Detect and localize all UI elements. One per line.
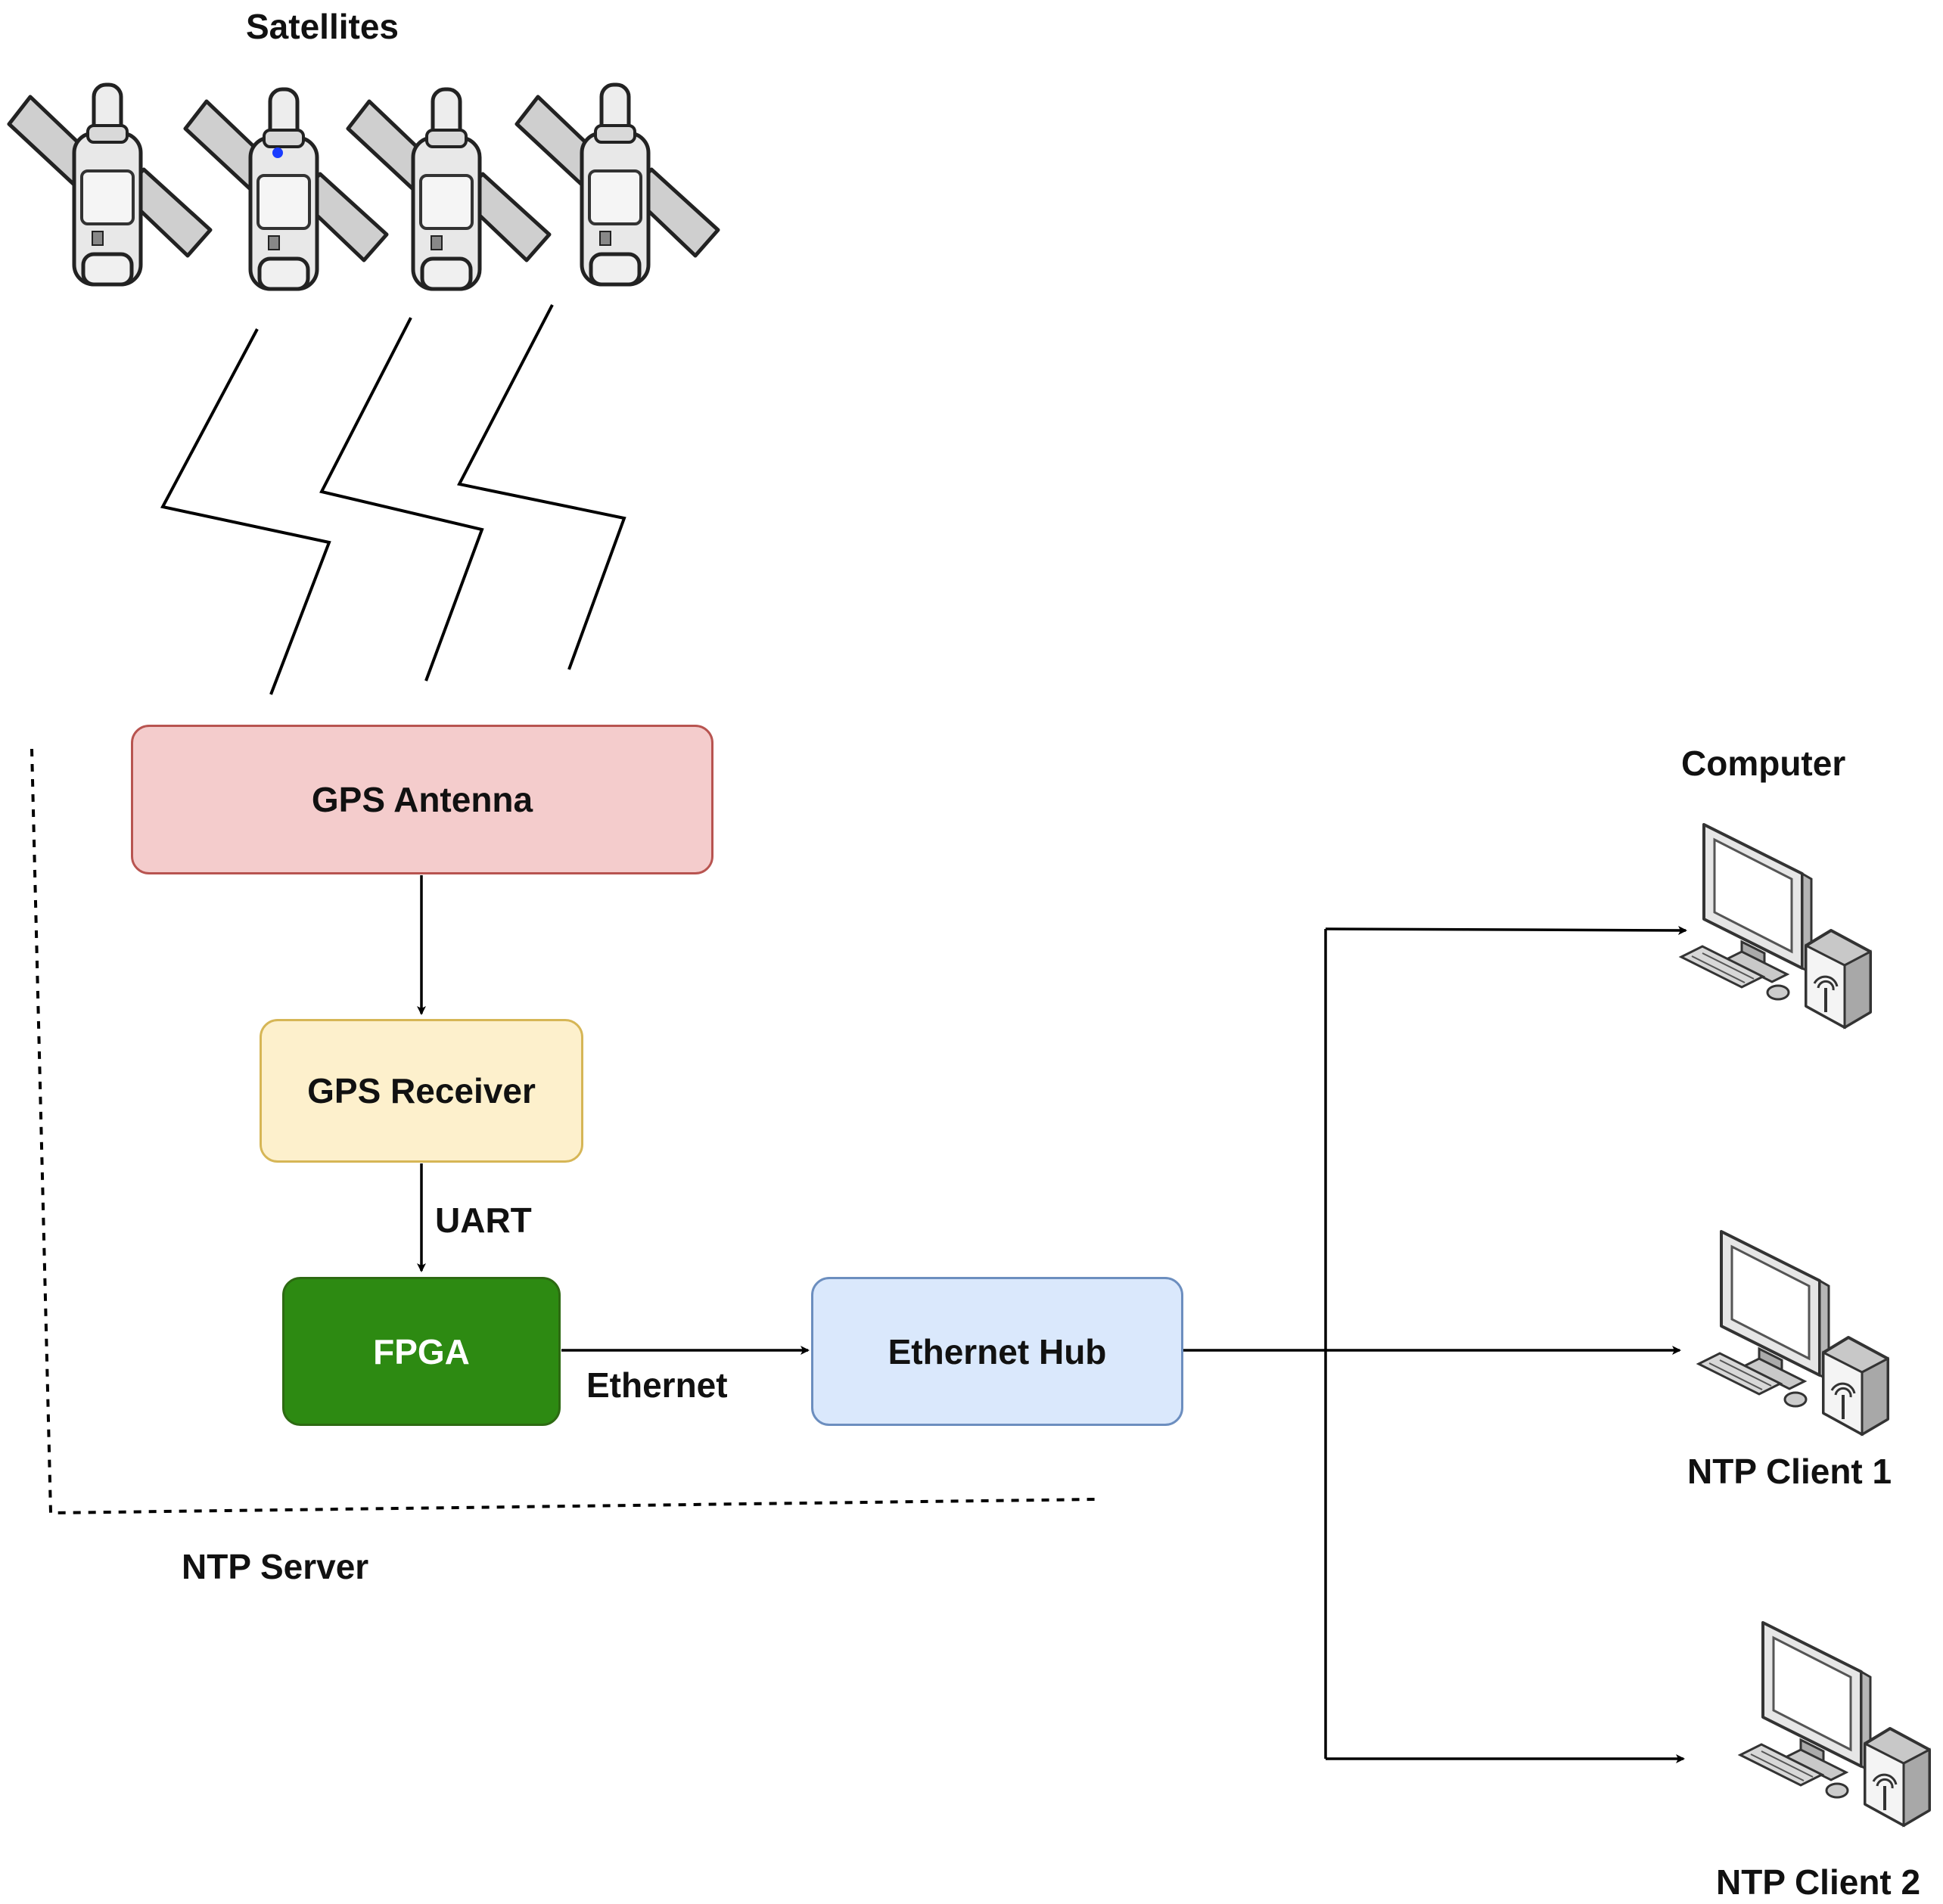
ntp-client-2-label: NTP Client 2 — [1716, 1862, 1921, 1902]
desktop-computer-icon — [1739, 1621, 1931, 1827]
ethernet-label: Ethernet — [586, 1365, 728, 1405]
satellite-marker-dot — [272, 148, 283, 158]
uart-label: UART — [435, 1200, 532, 1240]
ntp-server-label: NTP Server — [182, 1547, 369, 1586]
satellite-icon — [517, 85, 718, 284]
lightning-signal-icon — [319, 317, 484, 682]
computer-label: Computer — [1681, 744, 1846, 783]
gps-receiver-label: GPS Receiver — [307, 1071, 536, 1110]
lightning-signal-icon — [160, 328, 331, 695]
gps-receiver-node: GPS Receiver — [260, 1019, 583, 1163]
arrow-to-computer — [1325, 925, 1687, 935]
gps-antenna-node: GPS Antenna — [131, 725, 713, 874]
ethernet-hub-node: Ethernet Hub — [811, 1277, 1183, 1426]
satellite-group — [9, 85, 718, 289]
lightning-signal-icon — [457, 304, 626, 670]
ntp-client-1-label: NTP Client 1 — [1687, 1452, 1892, 1491]
gps-antenna-label: GPS Antenna — [311, 780, 533, 819]
satellite-icon — [9, 85, 210, 284]
fpga-label: FPGA — [373, 1331, 470, 1371]
satellites-label: Satellites — [246, 7, 399, 46]
ethernet-hub-label: Ethernet Hub — [888, 1331, 1107, 1371]
desktop-computer-icon — [1697, 1230, 1889, 1436]
fpga-node: FPGA — [282, 1277, 561, 1426]
signal-lines — [160, 304, 626, 695]
desktop-computer-icon — [1680, 823, 1872, 1029]
